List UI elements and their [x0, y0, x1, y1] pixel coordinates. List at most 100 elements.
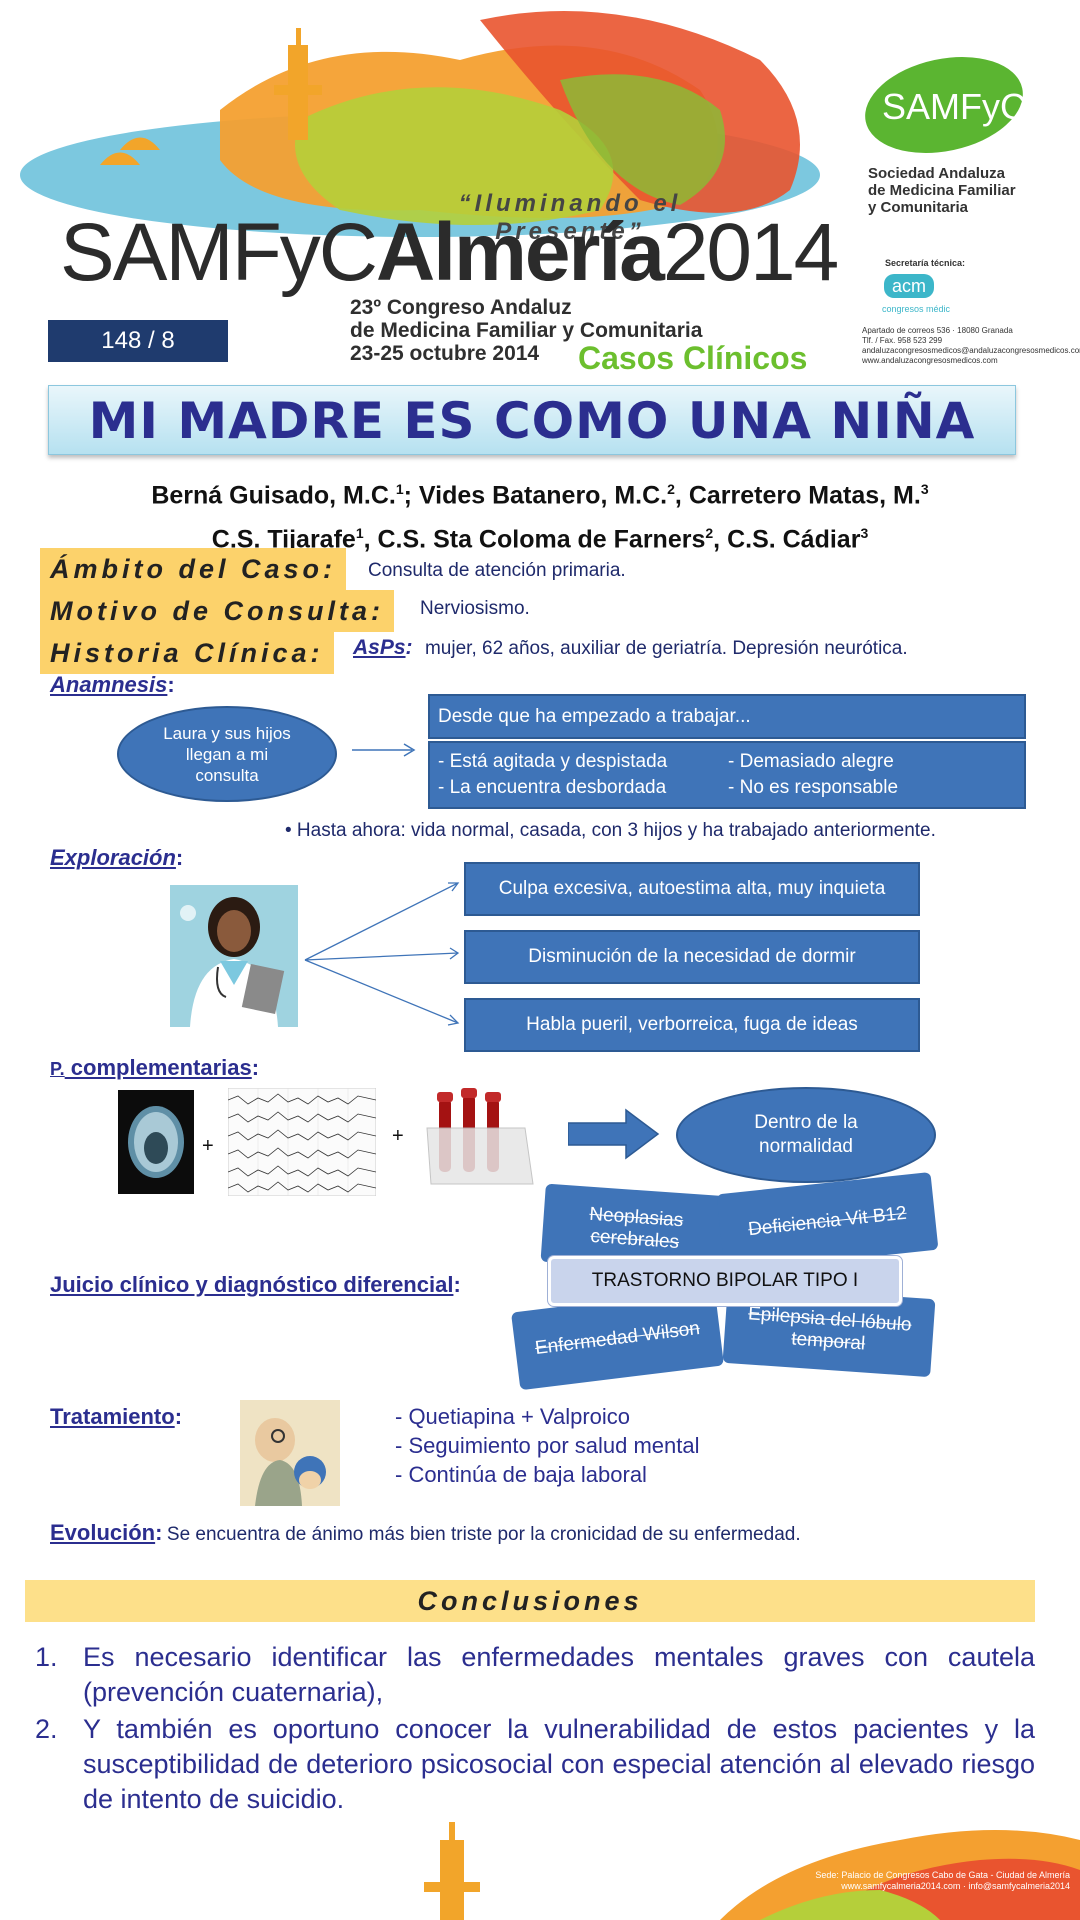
- juicio-heading-row: Juicio clínico y diagnóstico diferencial…: [50, 1272, 461, 1298]
- anamnesis-note: • Hasta ahora: vida normal, casada, con …: [285, 820, 936, 841]
- anamnesis-item: - Está agitada y despistada: [438, 751, 668, 772]
- address-line-3: andaluzacongresosmedicos@andaluzacongres…: [862, 346, 1080, 355]
- congress-info: 23º Congreso Andaluz de Medicina Familia…: [350, 296, 790, 365]
- doctor-illustration-icon: [170, 885, 298, 1027]
- secretaria-label: Secretaría técnica:: [885, 258, 966, 268]
- tratamiento-item: - Seguimiento por salud mental: [395, 1433, 700, 1458]
- conclusion-number: 2.: [35, 1714, 58, 1744]
- anamnesis-item: - No es responsable: [728, 777, 899, 798]
- tratamiento-heading-row: Tratamiento:: [50, 1404, 182, 1430]
- asps-row: AsPs: mujer, 62 años, auxiliar de geriat…: [353, 636, 908, 660]
- anamnesis-items-left: - Está agitada y despistada - La encuent…: [438, 749, 728, 801]
- anamnesis-ellipse: Laura y sus hijos llegan a mi consulta: [117, 706, 337, 802]
- complementarias-heading-row: P. complementarias:: [50, 1055, 259, 1081]
- congress-tagline: “Iluminando el Presente”: [458, 190, 682, 245]
- plus-sign: +: [202, 1135, 214, 1157]
- affiliation-3-sup: 3: [860, 525, 869, 542]
- poster-code: 148 / 8: [48, 320, 228, 362]
- brain-ct-icon: [118, 1090, 194, 1194]
- affiliation-2: , C.S. Sta Coloma de Farners: [363, 525, 706, 554]
- address-line-4: www.andaluzacongresosmedicos.com: [862, 356, 998, 365]
- complementarias-heading: complementarias: [64, 1055, 252, 1080]
- exploracion-finding: Disminución de la necesidad de dormir: [464, 930, 920, 984]
- footer-line-1: Sede: Palacio de Congresos Cabo de Gata …: [815, 1870, 1070, 1880]
- eeg-icon: [228, 1088, 376, 1196]
- tratamiento-heading: Tratamiento: [50, 1404, 175, 1429]
- congress-line-2: de Medicina Familiar y Comunitaria: [350, 319, 703, 342]
- author-1-sup: 1: [395, 481, 404, 497]
- anamnesis-items-right: - Demasiado alegre - No es responsable: [728, 749, 898, 801]
- brand-samfyc: SAMFyC: [60, 207, 378, 298]
- anamnesis-box-header: Desde que ha empezado a trabajar...: [428, 694, 1026, 739]
- samfyc-logo-icon: SAMFyC: [865, 57, 1026, 153]
- congress-line-1: 23º Congreso Andaluz: [350, 296, 572, 319]
- anamnesis-box-items: - Está agitada y despistada - La encuent…: [428, 741, 1026, 809]
- society-line-3: y Comunitaria: [868, 199, 969, 216]
- asps-colon: :: [405, 636, 413, 659]
- exploracion-heading: Exploración: [50, 845, 176, 870]
- footer-line-2: www.samfycalmeria2014.com · info@samfyca…: [841, 1881, 1070, 1891]
- exploracion-finding: Habla pueril, verborreica, fuga de ideas: [464, 998, 920, 1052]
- secretaria-address: Apartado de correos 536 · 18080 Granada …: [862, 326, 1080, 366]
- conclusion-text: Es necesario identificar las enfermedade…: [83, 1642, 1035, 1707]
- historia-label: Historia Clínica:: [40, 632, 334, 674]
- tratamiento-colon: :: [174, 1404, 183, 1429]
- address-line-2: Tlf. / Fax. 958 523 299: [862, 336, 943, 345]
- anamnesis-item: - La encuentra desbordada: [438, 777, 667, 798]
- ambito-label: Ámbito del Caso:: [40, 548, 347, 590]
- exploracion-finding-text: Habla pueril, verborreica, fuga de ideas: [526, 1014, 858, 1035]
- conclusion-item: 2. Y también es oportuno conocer la vuln…: [35, 1712, 1035, 1817]
- affiliation-3: , C.S. Cádiar: [713, 525, 861, 554]
- footer-artwork: [424, 1822, 1080, 1920]
- poster-title: MI MADRE ES COMO UNA NIÑA: [88, 392, 976, 450]
- society-line-2: de Medicina Familiar: [868, 182, 1016, 199]
- diagnosis-box: TRASTORNO BIPOLAR TIPO I: [548, 1256, 902, 1306]
- motivo-value: Nerviosismo.: [420, 598, 530, 619]
- exploracion-finding-text: Culpa excesiva, autoestima alta, muy inq…: [498, 878, 886, 899]
- exploracion-heading-row: Exploración:: [50, 845, 183, 871]
- poster-title-bar: MI MADRE ES COMO UNA NIÑA: [48, 385, 1016, 455]
- exploracion-finding: Culpa excesiva, autoestima alta, muy inq…: [464, 862, 920, 916]
- exploracion-finding-text: Disminución de la necesidad de dormir: [528, 946, 856, 967]
- header-artwork: [20, 11, 820, 237]
- conclusion-item: 1. Es necesario identificar las enfermed…: [35, 1640, 1035, 1710]
- evolucion-row: Evolución: Se encuentra de ánimo más bie…: [50, 1520, 801, 1546]
- acm-subtext: congresos médicos: [882, 304, 950, 314]
- conclusion-text: Y también es oportuno conocer la vulnera…: [83, 1714, 1035, 1814]
- result-text: Dentro de la normalidad: [754, 1112, 858, 1157]
- exploracion-arrows-icon: [304, 882, 460, 1026]
- author-3: , Carretero Matas, M.: [674, 481, 921, 510]
- anamnesis-colon: :: [167, 672, 175, 697]
- tratamiento-item: - Continúa de baja laboral: [395, 1462, 647, 1487]
- anamnesis-ellipse-text: Laura y sus hijos llegan a mi consulta: [163, 723, 291, 785]
- juicio-heading: Juicio clínico y diagnóstico diferencial: [50, 1272, 454, 1297]
- plus-sign: +: [392, 1125, 404, 1147]
- society-name: Sociedad Andaluza de Medicina Familiar y…: [868, 165, 1068, 216]
- asps-label: AsPs: [353, 636, 406, 659]
- anamnesis-heading: Anamnesis: [50, 672, 168, 697]
- asps-value: mujer, 62 años, auxiliar de geriatría. D…: [424, 638, 908, 659]
- anamnesis-item: - Demasiado alegre: [728, 751, 894, 772]
- author-2-sup: 2: [667, 481, 675, 497]
- anamnesis-arrow-icon: [352, 743, 416, 757]
- complementarias-heading-p: P.: [50, 1059, 65, 1079]
- ambito-value: Consulta de atención primaria.: [368, 560, 626, 581]
- evolucion-colon: :: [155, 1520, 163, 1545]
- brand-year: 2014: [662, 207, 839, 298]
- conclusiones-list: 1. Es necesario identificar las enfermed…: [35, 1640, 1035, 1819]
- affiliation-1-sup: 1: [355, 525, 364, 542]
- conclusiones-heading: Conclusiones: [25, 1580, 1035, 1622]
- evolucion-heading: Evolución: [50, 1520, 156, 1545]
- tratamiento-list: - Quetiapina + Valproico - Seguimiento p…: [395, 1402, 700, 1489]
- juicio-colon: :: [453, 1272, 461, 1297]
- footer-info: Sede: Palacio de Congresos Cabo de Gata …: [780, 1870, 1070, 1892]
- authors-line: Berná Guisado, M.C.1; Vides Batanero, M.…: [0, 470, 1080, 514]
- address-line-1: Apartado de correos 536 · 18080 Granada: [862, 326, 1013, 335]
- logo-text: SAMFyC: [882, 86, 1026, 127]
- author-2: ; Vides Batanero, M.C.: [403, 481, 668, 510]
- acm-logo-icon: acm congresos médicos: [882, 274, 950, 314]
- authors-block: Berná Guisado, M.C.1; Vides Batanero, M.…: [0, 470, 1080, 559]
- result-arrow-icon: [568, 1108, 660, 1160]
- affiliation-2-sup: 2: [705, 525, 714, 542]
- motivo-label: Motivo de Consulta:: [40, 590, 394, 632]
